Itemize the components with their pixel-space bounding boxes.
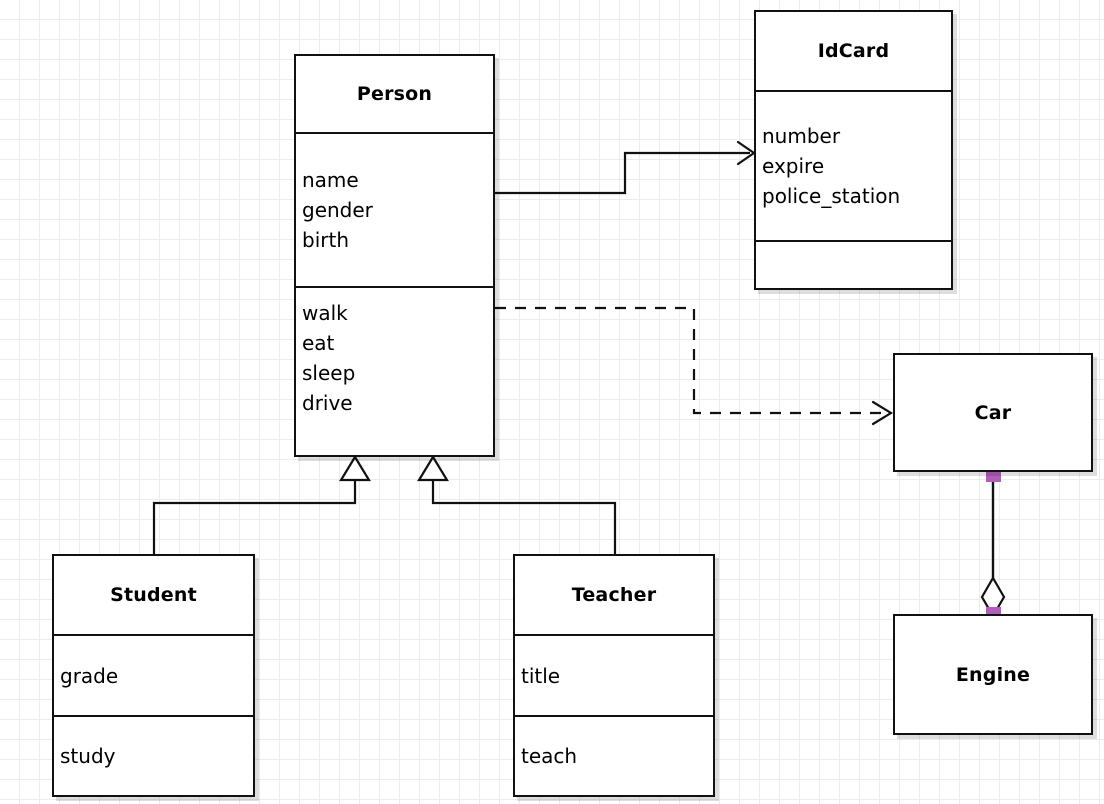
class-title-teacher: Teacher (515, 556, 713, 634)
class-name-teacher: Teacher (571, 584, 657, 606)
dependency-line-person-car (495, 306, 885, 415)
class-box-teacher[interactable]: Teacher title teach (513, 554, 715, 797)
relationship-car-engine[interactable] (980, 467, 1006, 622)
relationship-student-person[interactable] (152, 454, 371, 554)
class-name-person: Person (356, 82, 433, 105)
hollow-triangle-arrowhead-student (339, 454, 371, 482)
class-name-car: Car (974, 401, 1012, 424)
class-title-person: Person (296, 56, 493, 132)
class-operations-student: study (54, 715, 253, 795)
attribute-item: title (521, 663, 561, 688)
class-attributes-teacher: title (515, 634, 713, 715)
class-box-student[interactable]: Student grade study (52, 554, 255, 797)
attribute-item: number (762, 124, 841, 148)
class-title-idcard: IdCard (756, 12, 951, 90)
attribute-item: expire (762, 154, 825, 178)
class-operations-teacher: teach (515, 715, 713, 795)
class-box-engine[interactable]: Engine (893, 614, 1093, 735)
class-box-person[interactable]: Person name gender birth walk eat sleep … (294, 54, 495, 457)
relationship-person-car[interactable] (495, 306, 894, 426)
class-operations-person: walk eat sleep drive (296, 285, 493, 455)
generalization-line-teacher-person (431, 478, 617, 554)
attribute-item: birth (302, 227, 349, 252)
generalization-line-student-person (152, 478, 357, 554)
attribute-item: police_station (762, 184, 901, 208)
class-attributes-person: name gender birth (296, 131, 493, 286)
hollow-triangle-arrowhead-teacher (417, 454, 449, 482)
class-name-engine: Engine (955, 663, 1031, 686)
open-arrowhead-idcard (736, 140, 756, 166)
operation-item: eat (302, 330, 335, 355)
class-name-student: Student (110, 584, 197, 606)
class-attributes-idcard: number expire police_station (756, 90, 951, 240)
relationship-teacher-person[interactable] (417, 454, 617, 554)
class-box-car[interactable]: Car (893, 353, 1093, 472)
hollow-diamond-arrowhead-engine (980, 575, 1006, 619)
operation-item: sleep (302, 360, 356, 385)
class-attributes-student: grade (54, 634, 253, 715)
class-title-engine: Engine (895, 616, 1091, 733)
open-arrowhead-car (871, 400, 894, 426)
attribute-item: gender (302, 197, 373, 222)
operation-item: teach (521, 744, 578, 768)
operation-item: study (60, 744, 116, 768)
class-operations-idcard (756, 240, 951, 288)
attribute-item: grade (60, 663, 119, 688)
operation-item: drive (302, 390, 353, 415)
association-line-person-idcard (495, 151, 750, 195)
class-title-car: Car (895, 355, 1091, 470)
relationship-person-idcard[interactable] (495, 140, 756, 195)
class-title-student: Student (54, 556, 253, 634)
class-name-idcard: IdCard (817, 40, 890, 62)
class-box-idcard[interactable]: IdCard number expire police_station (754, 10, 953, 290)
attribute-item: name (302, 167, 359, 192)
operation-item: walk (302, 300, 348, 325)
